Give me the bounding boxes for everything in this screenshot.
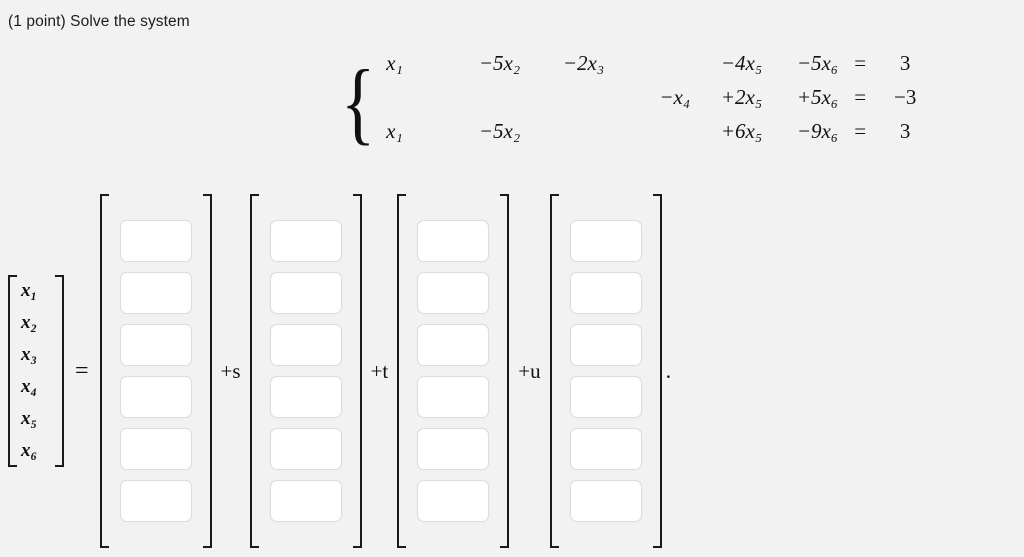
equation-term-x6: +5x₆ bbox=[796, 85, 839, 109]
unknown-vector: x₁ x₂ x₃ x₄ x₅ x₆ bbox=[8, 275, 64, 467]
trailing-period: . bbox=[665, 358, 672, 383]
answer-input[interactable] bbox=[269, 480, 342, 522]
equation-equals: = bbox=[854, 119, 867, 143]
u-parameter-vector bbox=[549, 194, 662, 548]
equation-row: −x₄ +2x₅ +5x₆ = −3 bbox=[382, 85, 928, 119]
answer-input[interactable] bbox=[119, 324, 192, 366]
answer-input[interactable] bbox=[417, 324, 490, 366]
solution-expression: x₁ x₂ x₃ x₄ x₅ x₆ = +s +t bbox=[8, 193, 671, 549]
equation-term-x2: −5x₂ bbox=[478, 119, 521, 143]
answer-input[interactable] bbox=[417, 376, 490, 418]
equation-row: x₁ −5x₂ +6x₅ −9x₆ = 3 bbox=[382, 119, 928, 153]
answer-input[interactable] bbox=[119, 272, 192, 314]
answer-input[interactable] bbox=[269, 324, 342, 366]
equation-rows: x₁ −5x₂ −2x₃ −4x₅ −5x₆ = 3 −x₄ +2x₅ +5x₆… bbox=[382, 50, 928, 154]
equation-equals: = bbox=[854, 51, 867, 75]
unknown-entry: x₄ bbox=[21, 376, 38, 397]
equation-term-x6: −5x₆ bbox=[796, 51, 839, 75]
equation-term-x5: −4x₅ bbox=[720, 51, 763, 75]
unknown-entry: x₅ bbox=[21, 408, 38, 429]
equation-rhs: 3 bbox=[899, 51, 911, 75]
answer-input[interactable] bbox=[417, 428, 490, 470]
equation-term-x4: −x₄ bbox=[659, 85, 691, 109]
unknown-entry: x₆ bbox=[21, 440, 38, 461]
equation-row: x₁ −5x₂ −2x₃ −4x₅ −5x₆ = 3 bbox=[382, 51, 928, 85]
answer-input[interactable] bbox=[569, 376, 642, 418]
answer-input[interactable] bbox=[269, 428, 342, 470]
answer-input[interactable] bbox=[569, 220, 642, 262]
equation-term-x3: −2x₃ bbox=[562, 51, 605, 75]
answer-input[interactable] bbox=[417, 272, 490, 314]
coefficient-label-u: +u bbox=[518, 358, 541, 383]
answer-input[interactable] bbox=[417, 480, 490, 522]
t-parameter-vector bbox=[397, 194, 510, 548]
answer-input[interactable] bbox=[269, 272, 342, 314]
system-brace: { bbox=[340, 51, 376, 153]
equation-term-x6: −9x₆ bbox=[796, 119, 839, 143]
answer-input[interactable] bbox=[269, 376, 342, 418]
equation-term-x5: +2x₅ bbox=[720, 85, 763, 109]
s-parameter-vector bbox=[249, 194, 362, 548]
coefficient-label-t: +t bbox=[370, 358, 389, 383]
answer-input[interactable] bbox=[569, 428, 642, 470]
equation-term-x1: x₁ bbox=[386, 119, 403, 143]
answer-input[interactable] bbox=[119, 428, 192, 470]
answer-input[interactable] bbox=[119, 376, 192, 418]
answer-input[interactable] bbox=[417, 220, 490, 262]
answer-input[interactable] bbox=[119, 480, 192, 522]
answer-input[interactable] bbox=[569, 324, 642, 366]
answer-input[interactable] bbox=[569, 272, 642, 314]
equation-term-x5: +6x₅ bbox=[720, 119, 763, 143]
equation-term-x2: −5x₂ bbox=[478, 51, 521, 75]
equation-rhs: −3 bbox=[894, 85, 917, 109]
unknown-entry: x₁ bbox=[21, 280, 38, 301]
equation-rhs: 3 bbox=[899, 119, 911, 143]
particular-solution-vector bbox=[99, 194, 212, 548]
question-header: (1 point) Solve the system bbox=[8, 13, 190, 30]
unknown-entry: x₂ bbox=[21, 312, 38, 333]
answer-input[interactable] bbox=[119, 220, 192, 262]
answer-input[interactable] bbox=[269, 220, 342, 262]
unknown-entry: x₃ bbox=[21, 344, 38, 365]
equation-system: { x₁ −5x₂ −2x₃ −4x₅ −5x₆ = 3 −x₄ +2x₅ +5… bbox=[336, 50, 928, 154]
equation-equals: = bbox=[854, 85, 867, 109]
equation-term-x1: x₁ bbox=[386, 51, 403, 75]
coefficient-label-s: +s bbox=[220, 358, 241, 383]
solution-equals-sign: = bbox=[75, 358, 89, 384]
answer-input[interactable] bbox=[569, 480, 642, 522]
